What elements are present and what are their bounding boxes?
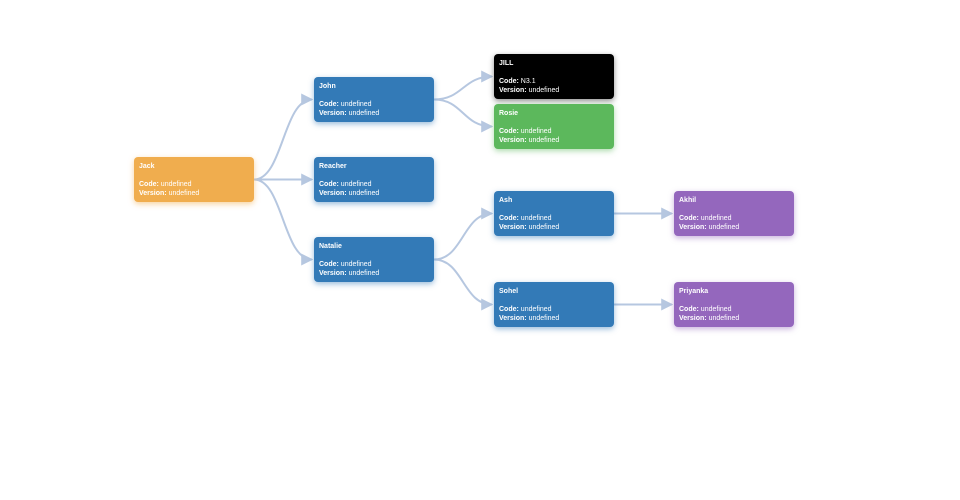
code-value: undefined	[520, 128, 552, 135]
link-john-to-rosie	[433, 98, 494, 133]
node-name: Ash	[499, 197, 513, 204]
link-natalie-to-ash	[433, 207, 494, 261]
version-value: undefined	[528, 87, 560, 94]
version-label: Version:	[679, 315, 707, 322]
node-name: JILL	[499, 60, 514, 67]
node-code-line: Code: undefined	[679, 214, 789, 223]
node-name: Jack	[139, 163, 155, 170]
node-code-line: Code: undefined	[499, 127, 609, 136]
code-value: undefined	[520, 215, 552, 222]
code-label: Code:	[319, 181, 339, 188]
version-label: Version:	[499, 137, 527, 144]
code-label: Code:	[499, 78, 519, 85]
node-version-line: Version: undefined	[319, 269, 429, 278]
node-name: Rosie	[499, 110, 519, 117]
node-name: Akhil	[679, 197, 697, 204]
node-version-line: Version: undefined	[679, 223, 789, 232]
node-version-line: Version: undefined	[499, 136, 609, 145]
node-code-line: Code: undefined	[499, 214, 609, 223]
version-value: undefined	[528, 224, 560, 231]
version-label: Version:	[319, 190, 347, 197]
code-label: Code:	[679, 306, 699, 313]
node-version-line: Version: undefined	[499, 223, 609, 232]
code-label: Code:	[679, 215, 699, 222]
node-code-line: Code: undefined	[499, 305, 609, 314]
node-version-line: Version: undefined	[139, 189, 249, 198]
node-version-line: Version: undefined	[499, 86, 609, 95]
version-label: Version:	[319, 110, 347, 117]
version-label: Version:	[139, 190, 167, 197]
code-value: undefined	[160, 181, 192, 188]
version-value: undefined	[348, 270, 380, 277]
node-name: Natalie	[319, 243, 342, 250]
node-code-line: Code: undefined	[319, 180, 429, 189]
node-code-line: Code: undefined	[139, 180, 249, 189]
code-value: undefined	[340, 101, 372, 108]
version-value: undefined	[528, 137, 560, 144]
code-label: Code:	[139, 181, 159, 188]
version-label: Version:	[499, 224, 527, 231]
code-label: Code:	[319, 101, 339, 108]
code-label: Code:	[499, 128, 519, 135]
code-label: Code:	[499, 306, 519, 313]
version-value: undefined	[348, 190, 380, 197]
node-version-line: Version: undefined	[319, 109, 429, 118]
code-value: undefined	[700, 306, 732, 313]
version-label: Version:	[319, 270, 347, 277]
node-code-line: Code: undefined	[319, 100, 429, 109]
link-natalie-to-sohel	[433, 258, 494, 311]
node-name: Reacher	[319, 163, 347, 170]
link-john-to-jill	[433, 70, 494, 101]
version-value: undefined	[528, 315, 560, 322]
version-value: undefined	[168, 190, 200, 197]
code-value: undefined	[520, 306, 552, 313]
code-value: undefined	[700, 215, 732, 222]
code-label: Code:	[499, 215, 519, 222]
link-jack-to-natalie	[253, 178, 314, 266]
node-version-line: Version: undefined	[679, 314, 789, 323]
version-value: undefined	[708, 224, 740, 231]
node-code-line: Code: N3.1	[499, 77, 609, 86]
node-version-line: Version: undefined	[499, 314, 609, 323]
code-value: undefined	[340, 181, 372, 188]
node-code-line: Code: undefined	[679, 305, 789, 314]
version-label: Version:	[499, 315, 527, 322]
code-label: Code:	[319, 261, 339, 268]
node-code-line: Code: undefined	[319, 260, 429, 269]
version-value: undefined	[348, 110, 380, 117]
link-jack-to-john	[253, 93, 314, 181]
node-name: Priyanka	[679, 288, 709, 295]
version-label: Version:	[679, 224, 707, 231]
code-value: N3.1	[520, 78, 536, 85]
node-name: Sohel	[499, 288, 519, 295]
node-version-line: Version: undefined	[319, 189, 429, 198]
version-value: undefined	[708, 315, 740, 322]
version-label: Version:	[499, 87, 527, 94]
code-value: undefined	[340, 261, 372, 268]
node-name: John	[319, 83, 336, 90]
